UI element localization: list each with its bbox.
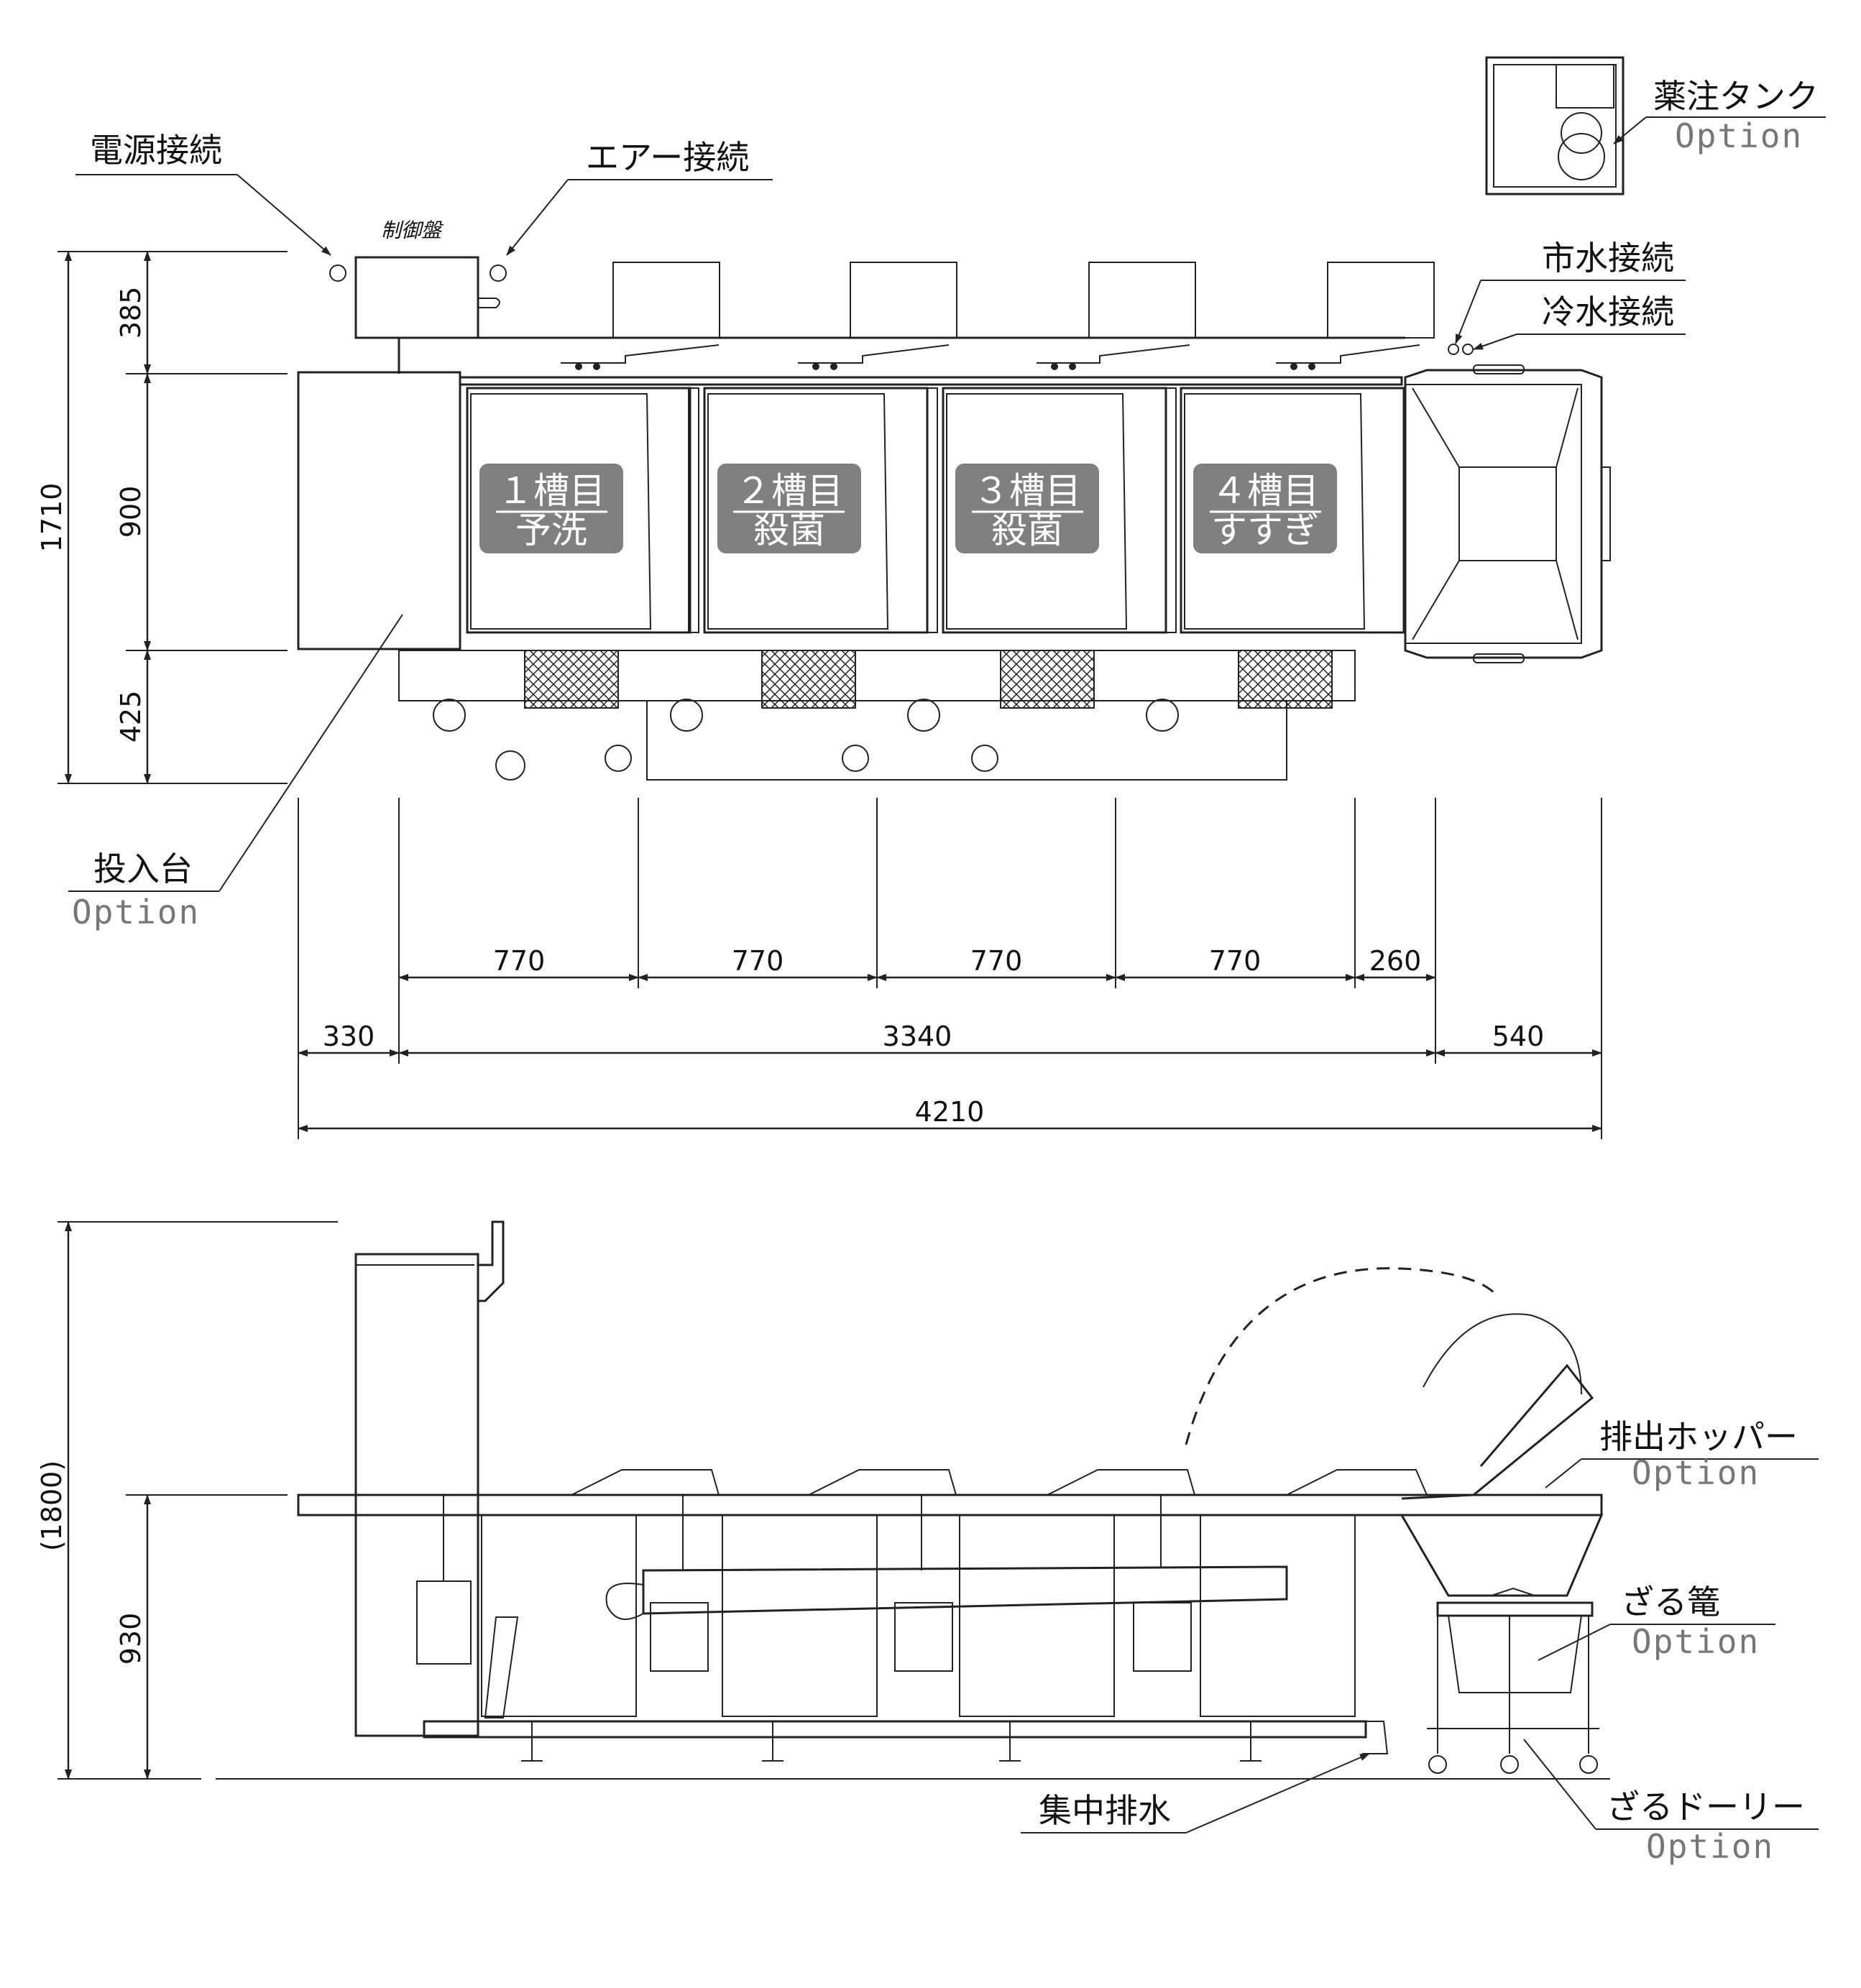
- dim-segment-3: 770: [970, 945, 1023, 977]
- dim-plan-total-height: 1710: [36, 483, 68, 553]
- tank-3-number: ３槽目: [973, 470, 1081, 512]
- side-pumps: [416, 1580, 1192, 1718]
- tank-3-role: 殺菌: [991, 510, 1063, 551]
- dim-right: 540: [1492, 1021, 1545, 1052]
- air-callout: エアー接続: [586, 138, 749, 177]
- tank-4-role: すすぎ: [1211, 510, 1319, 551]
- dim-total-width: 4210: [915, 1096, 985, 1128]
- side-tanks: [481, 1514, 1356, 1717]
- control-panel-label: 制御盤: [381, 218, 444, 242]
- dolly-callout: ざるドーリー: [1607, 1787, 1805, 1826]
- chemical-tank-callout: 薬注タンク: [1653, 77, 1819, 116]
- dim-side-height: 930: [115, 1613, 147, 1665]
- tank-1-number: １槽目: [497, 470, 605, 512]
- tank-2-number: ２槽目: [735, 470, 843, 512]
- basket-option: Option: [1632, 1622, 1760, 1661]
- city-water-port: [1448, 344, 1459, 355]
- top-boxes: [612, 262, 1435, 339]
- cold-water-port: [1462, 344, 1474, 355]
- side-lids: [571, 1469, 1428, 1496]
- tank-label-2: ２槽目 殺菌: [717, 464, 861, 553]
- air-port: [490, 264, 507, 282]
- dim-plan-bottom: 425: [115, 691, 147, 743]
- hopper-side: [1185, 1267, 1604, 1597]
- side-callouts: 排出ホッパー Option ざる篭 Option 集中排水 ざるドーリー Opt…: [1021, 1417, 1819, 1866]
- drain-callout: 集中排水: [1039, 1791, 1171, 1830]
- dim-left: 330: [323, 1021, 375, 1052]
- hopper-plan: [1404, 364, 1611, 663]
- chemical-tank-inset: [1485, 56, 1625, 195]
- dim-plan-top: 385: [115, 287, 147, 339]
- power-port: [329, 264, 346, 282]
- dim-segment-1: 770: [493, 945, 546, 977]
- tank-2-role: 殺菌: [753, 510, 825, 551]
- plan-undercarriage: [398, 650, 1356, 781]
- chemical-tank-option: Option: [1675, 116, 1803, 155]
- power-callout: 電源接続: [90, 131, 222, 170]
- dim-plan-middle: 900: [115, 486, 147, 538]
- side-dimensions: (1800) 930: [36, 1221, 338, 1780]
- plan-view: 制御盤: [297, 56, 1625, 781]
- hopper-callout: 排出ホッパー: [1599, 1417, 1798, 1456]
- tank-1-role: 予洗: [515, 510, 587, 551]
- basket-dolly-side: [1427, 1587, 1599, 1774]
- dim-side-total-height: (1800): [36, 1460, 68, 1551]
- side-view: [216, 1220, 1610, 1780]
- side-vertical-pipes: [443, 1495, 1162, 1581]
- tank-label-1: １槽目 予洗: [479, 464, 623, 553]
- loading-table-callout: 投入台: [93, 850, 193, 888]
- dolly-option: Option: [1646, 1827, 1774, 1866]
- hopper-option: Option: [1632, 1453, 1760, 1492]
- dim-segment-2: 770: [732, 945, 784, 977]
- cold-water-callout: 冷水接続: [1542, 293, 1674, 331]
- dim-segment-5: 260: [1369, 945, 1422, 977]
- tank-label-3: ３槽目 殺菌: [955, 464, 1099, 553]
- loading-table-plan: [297, 371, 461, 650]
- city-water-callout: 市水接続: [1542, 239, 1674, 277]
- plan-callouts: 電源接続 エアー接続 薬注タンク Option 市水接続 冷水接続 投入台 Op…: [68, 77, 1826, 931]
- tank-dividers: [688, 387, 1177, 633]
- plan-piping: [561, 344, 1420, 370]
- dim-segment-4: 770: [1209, 945, 1262, 977]
- plan-dimensions: 1710 385 900 425 770 770 770 770 260 330…: [36, 251, 1602, 1139]
- basket-callout: ざる篭: [1621, 1583, 1720, 1621]
- side-feet: [521, 1721, 1262, 1762]
- tank-label-4: ４槽目 すすぎ: [1193, 464, 1337, 553]
- loading-table-option: Option: [72, 893, 200, 931]
- tank-4-number: ４槽目: [1211, 470, 1319, 512]
- dim-center: 3340: [883, 1021, 952, 1052]
